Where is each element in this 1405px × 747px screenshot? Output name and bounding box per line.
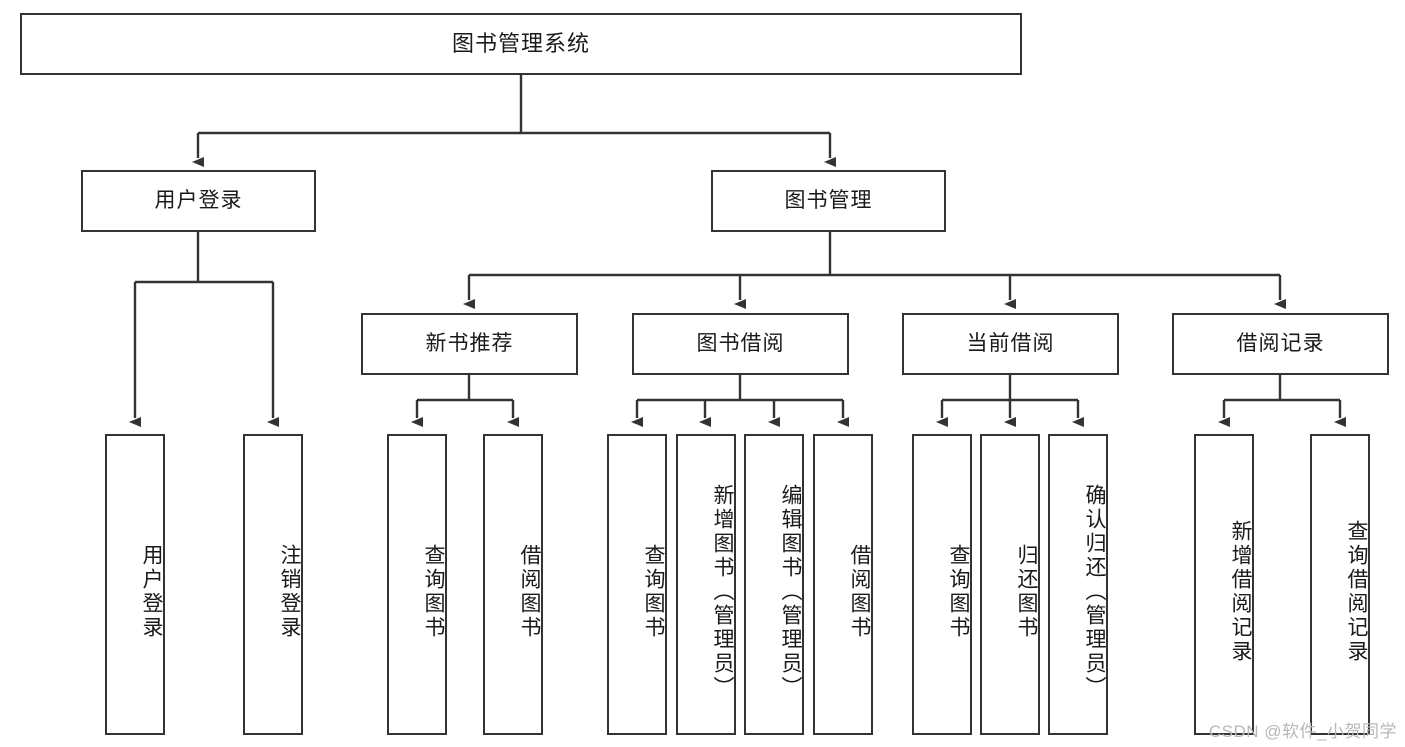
leaf-add-borrow-record[interactable]: 新增借阅记录 [1194,434,1254,735]
node-label: 图书借阅 [696,332,785,356]
node-label: 图书管理系统 [451,30,590,56]
node-book-borrow[interactable]: 图书借阅 [632,313,849,375]
node-label: 用户登录 [140,543,163,640]
node-label: 查询图书 [642,543,665,640]
node-label: 确认归还（管理员） [1083,483,1106,700]
leaf-borrow-book[interactable]: 借阅图书 [813,434,873,735]
node-label: 编辑图书（管理员） [779,483,802,700]
node-current-borrow[interactable]: 当前借阅 [902,313,1119,375]
node-label: 用户登录 [154,189,243,213]
node-label: 注销登录 [278,543,301,640]
leaf-query-book-borrow[interactable]: 查询图书 [607,434,667,735]
node-new-book-recommend[interactable]: 新书推荐 [361,313,578,375]
node-label: 新增图书（管理员） [711,483,734,700]
node-label: 借阅图书 [848,543,871,640]
node-user-login[interactable]: 用户登录 [81,170,316,232]
node-label: 查询图书 [422,543,445,640]
leaf-return-book[interactable]: 归还图书 [980,434,1040,735]
node-label: 新增借阅记录 [1229,519,1252,664]
leaf-query-book-current[interactable]: 查询图书 [912,434,972,735]
node-root-book-management-system[interactable]: 图书管理系统 [20,13,1022,75]
leaf-edit-book-admin[interactable]: 编辑图书（管理员） [744,434,804,735]
node-borrow-record[interactable]: 借阅记录 [1172,313,1389,375]
leaf-confirm-return-admin[interactable]: 确认归还（管理员） [1048,434,1108,735]
node-label: 查询借阅记录 [1345,519,1368,664]
node-label: 当前借阅 [966,332,1055,356]
leaf-query-book-recommend[interactable]: 查询图书 [387,434,447,735]
leaf-user-login[interactable]: 用户登录 [105,434,165,735]
watermark: CSDN @软件_小贺同学 [1208,722,1397,741]
node-label: 查询图书 [947,543,970,640]
node-label: 新书推荐 [425,332,514,356]
leaf-query-borrow-record[interactable]: 查询借阅记录 [1310,434,1370,735]
node-book-management[interactable]: 图书管理 [711,170,946,232]
node-label: 借阅图书 [518,543,541,640]
leaf-borrow-book-recommend[interactable]: 借阅图书 [483,434,543,735]
leaf-add-book-admin[interactable]: 新增图书（管理员） [676,434,736,735]
node-label: 借阅记录 [1236,332,1325,356]
leaf-logout[interactable]: 注销登录 [243,434,303,735]
node-label: 归还图书 [1015,543,1038,640]
node-label: 图书管理 [784,189,873,213]
